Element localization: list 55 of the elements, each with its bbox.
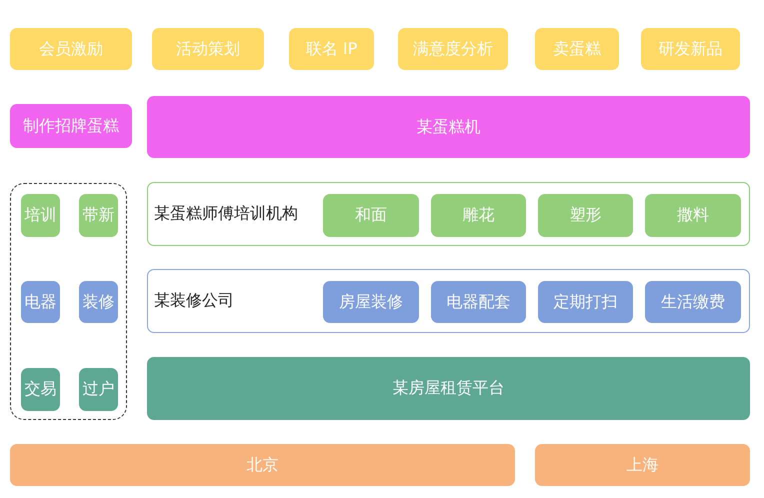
block [535,444,750,486]
outlined-panel [147,182,750,246]
block-label: 某房屋租赁平台 [392,378,504,399]
block-label: 上海 [626,454,658,476]
panel-title: 某装修公司 [154,290,234,312]
block [538,281,633,323]
block-label: 带新 [82,205,114,226]
block [79,281,118,323]
block [645,281,741,323]
block-label: 雕花 [462,205,494,226]
dashed-group-box [10,183,127,420]
block-label: 满意度分析 [413,38,493,60]
block [323,194,419,237]
block [641,28,740,70]
block-label: 电器配套 [446,292,510,312]
block [538,194,633,237]
block-label: 交易 [24,379,56,400]
block-label: 生活缴费 [661,292,725,312]
block-label: 电器 [24,292,56,312]
block [10,28,132,70]
block [10,444,515,486]
block-label: 装修 [82,292,114,312]
block [79,368,118,411]
block [10,104,132,148]
block-label: 塑形 [570,205,602,226]
block-label: 过户 [82,379,114,400]
block [289,28,374,70]
block-label: 北京 [246,454,278,476]
block-label: 定期打扫 [554,292,618,312]
block-label: 联名 IP [306,38,358,60]
block [147,357,750,420]
block-label: 房屋装修 [339,292,403,312]
block-label: 撒料 [677,205,709,226]
block-label: 研发新品 [658,38,722,60]
block-label: 卖蛋糕 [553,38,601,60]
block [147,96,750,158]
block-label: 制作招牌蛋糕 [23,116,119,136]
panel-title: 某蛋糕师傅培训机构 [154,204,298,224]
block-label: 会员激励 [39,38,103,60]
block-label: 和面 [355,205,387,226]
block [21,281,60,323]
block-label: 培训 [24,205,56,226]
block-label: 活动策划 [176,38,240,60]
outlined-panel [147,269,750,333]
block [431,281,526,323]
block [79,194,118,237]
block [645,194,741,237]
block-label: 某蛋糕机 [416,116,480,138]
block [398,28,508,70]
block [21,194,60,237]
block [535,28,619,70]
block [21,368,60,411]
block [152,28,264,70]
block [431,194,526,237]
block [323,281,419,323]
